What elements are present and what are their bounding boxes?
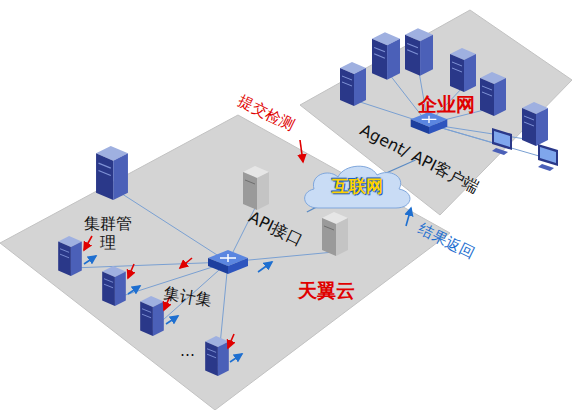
- api-server-icon: [322, 212, 348, 256]
- server-icon: [102, 266, 126, 306]
- api-server-icon: [243, 166, 269, 210]
- component-name: 集群管理: [82, 214, 134, 252]
- network-link: [307, 207, 317, 212]
- server-icon: [58, 236, 82, 276]
- platform-title: 企业网: [418, 92, 475, 118]
- server-icon: [480, 72, 506, 116]
- network-link: [335, 160, 416, 196]
- server-icon: [405, 28, 433, 75]
- server-icon: [450, 48, 476, 92]
- internet-cloud: 互联网: [298, 160, 416, 212]
- server-icon: [372, 32, 400, 79]
- flow-label: 结果返回: [415, 220, 477, 263]
- server-icon: [205, 336, 229, 376]
- pc-icon: [538, 144, 558, 171]
- server-icon: [340, 62, 366, 106]
- platform-title: 天翼云: [298, 278, 355, 304]
- cloud-title: 互联网: [332, 175, 383, 198]
- continuation-mark: …: [180, 342, 195, 360]
- server-icon: [140, 296, 164, 336]
- platform-surface: [300, 10, 572, 215]
- server-icon: [522, 102, 548, 146]
- server-icon: [96, 146, 128, 200]
- component-label-box: 集群管理: [82, 212, 134, 254]
- platform-surface: [0, 115, 450, 410]
